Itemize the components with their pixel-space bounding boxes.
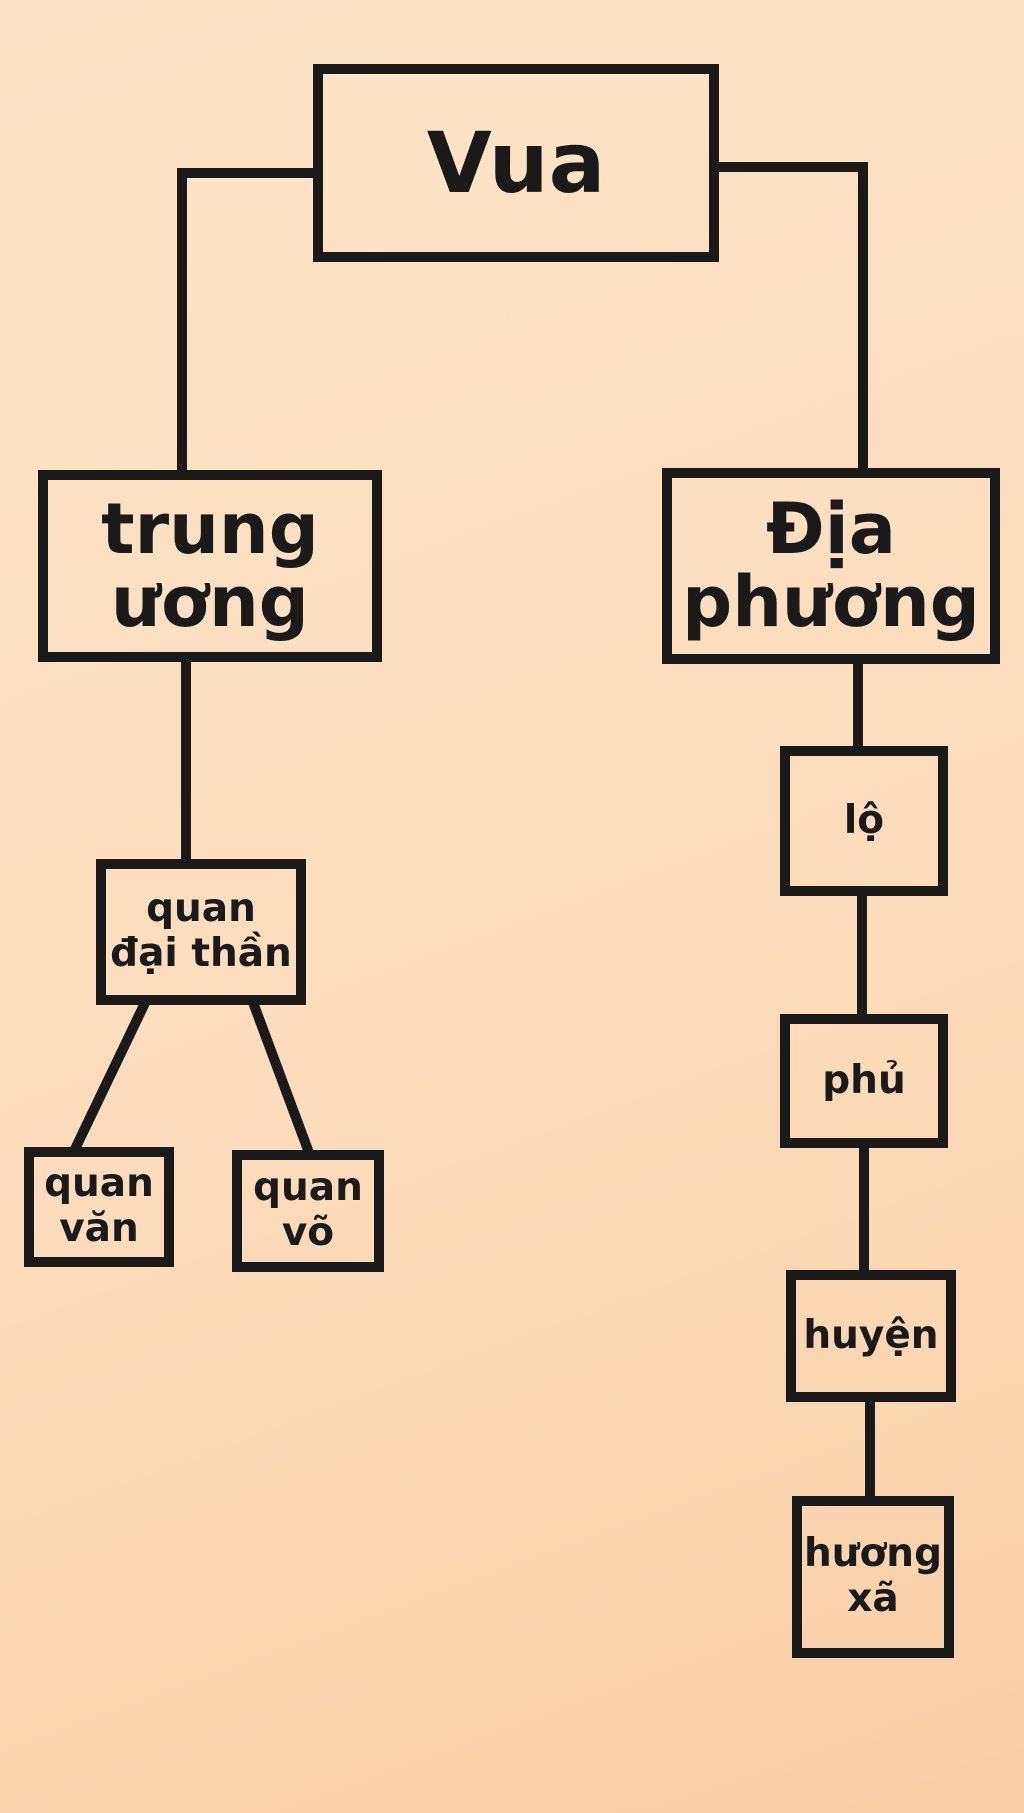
node-quan-vo-label: quan võ — [253, 1165, 363, 1255]
node-vua: Vua — [313, 64, 719, 262]
node-huyen: huyện — [786, 1270, 956, 1402]
connector-quan-dai-than-quan-vo — [247, 998, 315, 1157]
connector-vua-dia-phuong — [714, 162, 868, 473]
node-quan-vo: quan võ — [232, 1150, 384, 1272]
connector-quan-dai-than-quan-van — [69, 998, 151, 1154]
node-trung-uong: trung ương — [38, 470, 382, 662]
node-lo-label: lộ — [843, 797, 885, 843]
node-trung-uong-label: trung ương — [101, 487, 319, 643]
node-lo: lộ — [780, 746, 948, 896]
node-phu: phủ — [780, 1014, 948, 1148]
node-vua-label: Vua — [426, 114, 606, 212]
node-dia-phuong: Địa phương — [662, 468, 1000, 664]
node-huong-xa-label: hương xã — [803, 1531, 942, 1621]
node-quan-van-label: quan văn — [44, 1161, 154, 1251]
connector-vua-trung-uong — [177, 168, 318, 475]
node-huong-xa: hương xã — [792, 1496, 954, 1658]
node-dia-phuong-label: Địa phương — [682, 487, 980, 643]
node-quan-dai-than: quan đại thần — [96, 859, 306, 1005]
node-phu-label: phủ — [822, 1057, 906, 1103]
node-quan-van: quan văn — [24, 1147, 174, 1267]
node-quan-dai-than-label: quan đại thần — [110, 886, 292, 976]
node-huyen-label: huyện — [803, 1312, 939, 1358]
